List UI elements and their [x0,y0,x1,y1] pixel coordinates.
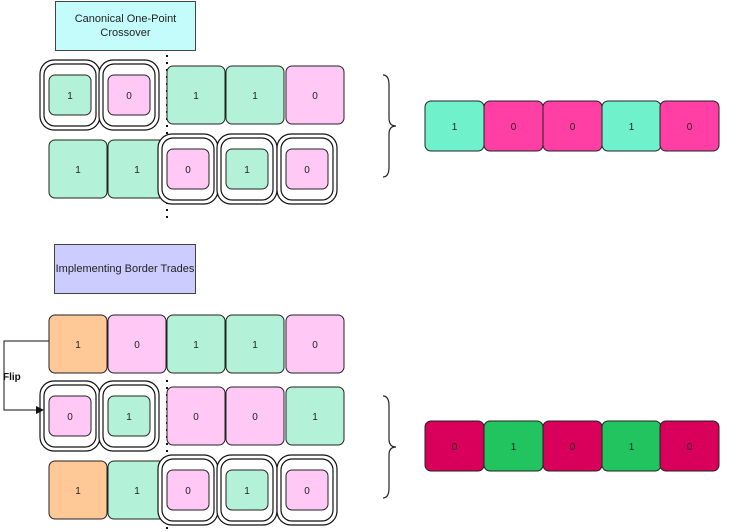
gene-bit: 1 [67,91,73,102]
gene-cell [225,386,285,446]
gene-bit: 1 [244,486,250,497]
gene-cell [48,460,108,520]
gene-cell [48,395,92,437]
child-gene-cell [659,420,720,472]
gene-bit: 0 [312,91,318,102]
gene-bit: 1 [134,486,140,497]
child-gene-cell [659,100,720,152]
gene-bit: 1 [252,340,258,351]
border-row1: 1 0 1 1 0 [48,314,345,374]
gene-cell [285,148,329,190]
gene-bit: 1 [134,165,140,176]
parent2-row: 1 1 0 1 0 [48,133,338,205]
brace-section2 [382,395,397,499]
child-gene-bit: 1 [511,442,517,453]
gene-bit: 0 [134,340,140,351]
gene-bit: 0 [252,412,258,423]
gene-bit: 0 [304,486,310,497]
gene-bit: 1 [312,412,318,423]
gene-bit: 1 [244,165,250,176]
child1-row: 1 0 0 1 0 [424,100,720,152]
gene-bit: 1 [75,340,81,351]
gene-cell [225,65,285,125]
section2-title-box: Implementing Border Trades [54,244,196,294]
section1-title-box: Canonical One-Point Crossover [55,1,196,51]
gene-cell [225,314,285,374]
gene-cell [285,314,345,374]
gene-cell [166,386,226,446]
section1-title-line2: Crossover [100,27,151,39]
gene-bit: 1 [193,91,199,102]
gene-cell [166,148,210,190]
gene-bit: 0 [185,165,191,176]
gene-bit: 1 [75,165,81,176]
child-gene-bit: 0 [511,122,517,133]
child-gene-bit: 0 [570,442,576,453]
child2-row: 0 1 0 1 0 [424,420,720,472]
gene-cell [48,314,108,374]
child-gene-bit: 1 [629,442,635,453]
border-row3: 1 1 0 1 0 [48,454,338,526]
gene-cell [107,314,167,374]
gene-cell [166,65,226,125]
child-gene-bit: 1 [629,122,635,133]
gene-bit: 1 [252,91,258,102]
child-gene-bit: 0 [570,122,576,133]
child-gene-bit: 1 [452,122,458,133]
gene-cell [107,74,151,116]
gene-bit: 0 [304,165,310,176]
gene-cell [48,139,108,199]
child-gene-bit: 0 [687,122,693,133]
flip-arrow-line [3,340,49,411]
flip-label: Flip [3,372,21,383]
gene-cell [285,386,345,446]
parent1-row: 1 0 1 1 0 [39,59,345,131]
gene-cell [166,314,226,374]
gene-bit: 1 [126,412,132,423]
gene-bit: 0 [185,486,191,497]
child-gene-bit: 0 [687,442,693,453]
section2-title: Implementing Border Trades [55,263,195,275]
gene-cell [225,469,269,511]
flip-arrowhead-icon [36,406,44,414]
gene-cell [225,148,269,190]
gene-cell [48,74,92,116]
gene-bit: 0 [193,412,199,423]
brace-section1 [382,74,397,178]
gene-cell [285,469,329,511]
border-row2: 0 1 0 0 1 [39,380,345,452]
section1-title-line1: Canonical One-Point [74,13,177,25]
gene-bit: 0 [126,91,132,102]
gene-bit: 1 [193,340,199,351]
gene-cell [285,65,345,125]
child-gene-bit: 0 [452,442,458,453]
gene-bit: 0 [312,340,318,351]
gene-bit: 1 [75,486,81,497]
gene-cell [166,469,210,511]
gene-bit: 0 [67,412,73,423]
gene-cell [107,395,151,437]
